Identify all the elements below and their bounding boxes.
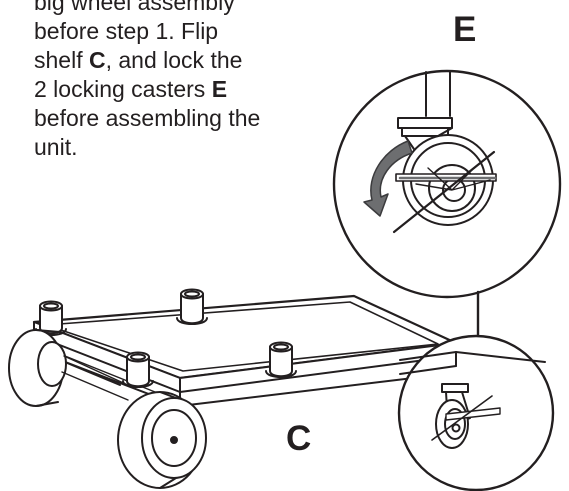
- caster-label: E: [453, 10, 477, 49]
- instruction-line: shelf C, and lock the: [34, 46, 314, 75]
- shelf-reference: C: [88, 47, 106, 73]
- instruction-text-run: 2 locking casters: [34, 76, 212, 102]
- instruction-line: before step 1. Flip: [34, 18, 219, 44]
- big-wheel-rear: [8, 329, 131, 407]
- leg-socket: [122, 351, 154, 388]
- caster-reference: E: [211, 76, 228, 102]
- caster-detail-callout: [332, 69, 562, 354]
- shelf-label: C: [286, 419, 312, 458]
- instruction-line: big wheel assembly: [34, 0, 235, 15]
- shelf-c: [8, 288, 458, 489]
- big-wheel-front: [117, 391, 207, 489]
- instruction-line: 2 locking casters E: [34, 75, 314, 104]
- instruction-text-run: , and lock the: [105, 47, 243, 73]
- rotation-arrow: [363, 140, 413, 217]
- instruction-text: big wheel assembly before step 1. Flip s…: [34, 0, 314, 162]
- instruction-line: before assembling the: [34, 105, 261, 131]
- instruction-text-run: shelf: [34, 47, 89, 73]
- leg-socket: [265, 341, 297, 378]
- leg-socket: [176, 288, 208, 325]
- caster-zoom-circle: [397, 334, 555, 491]
- instruction-line: unit.: [34, 134, 78, 160]
